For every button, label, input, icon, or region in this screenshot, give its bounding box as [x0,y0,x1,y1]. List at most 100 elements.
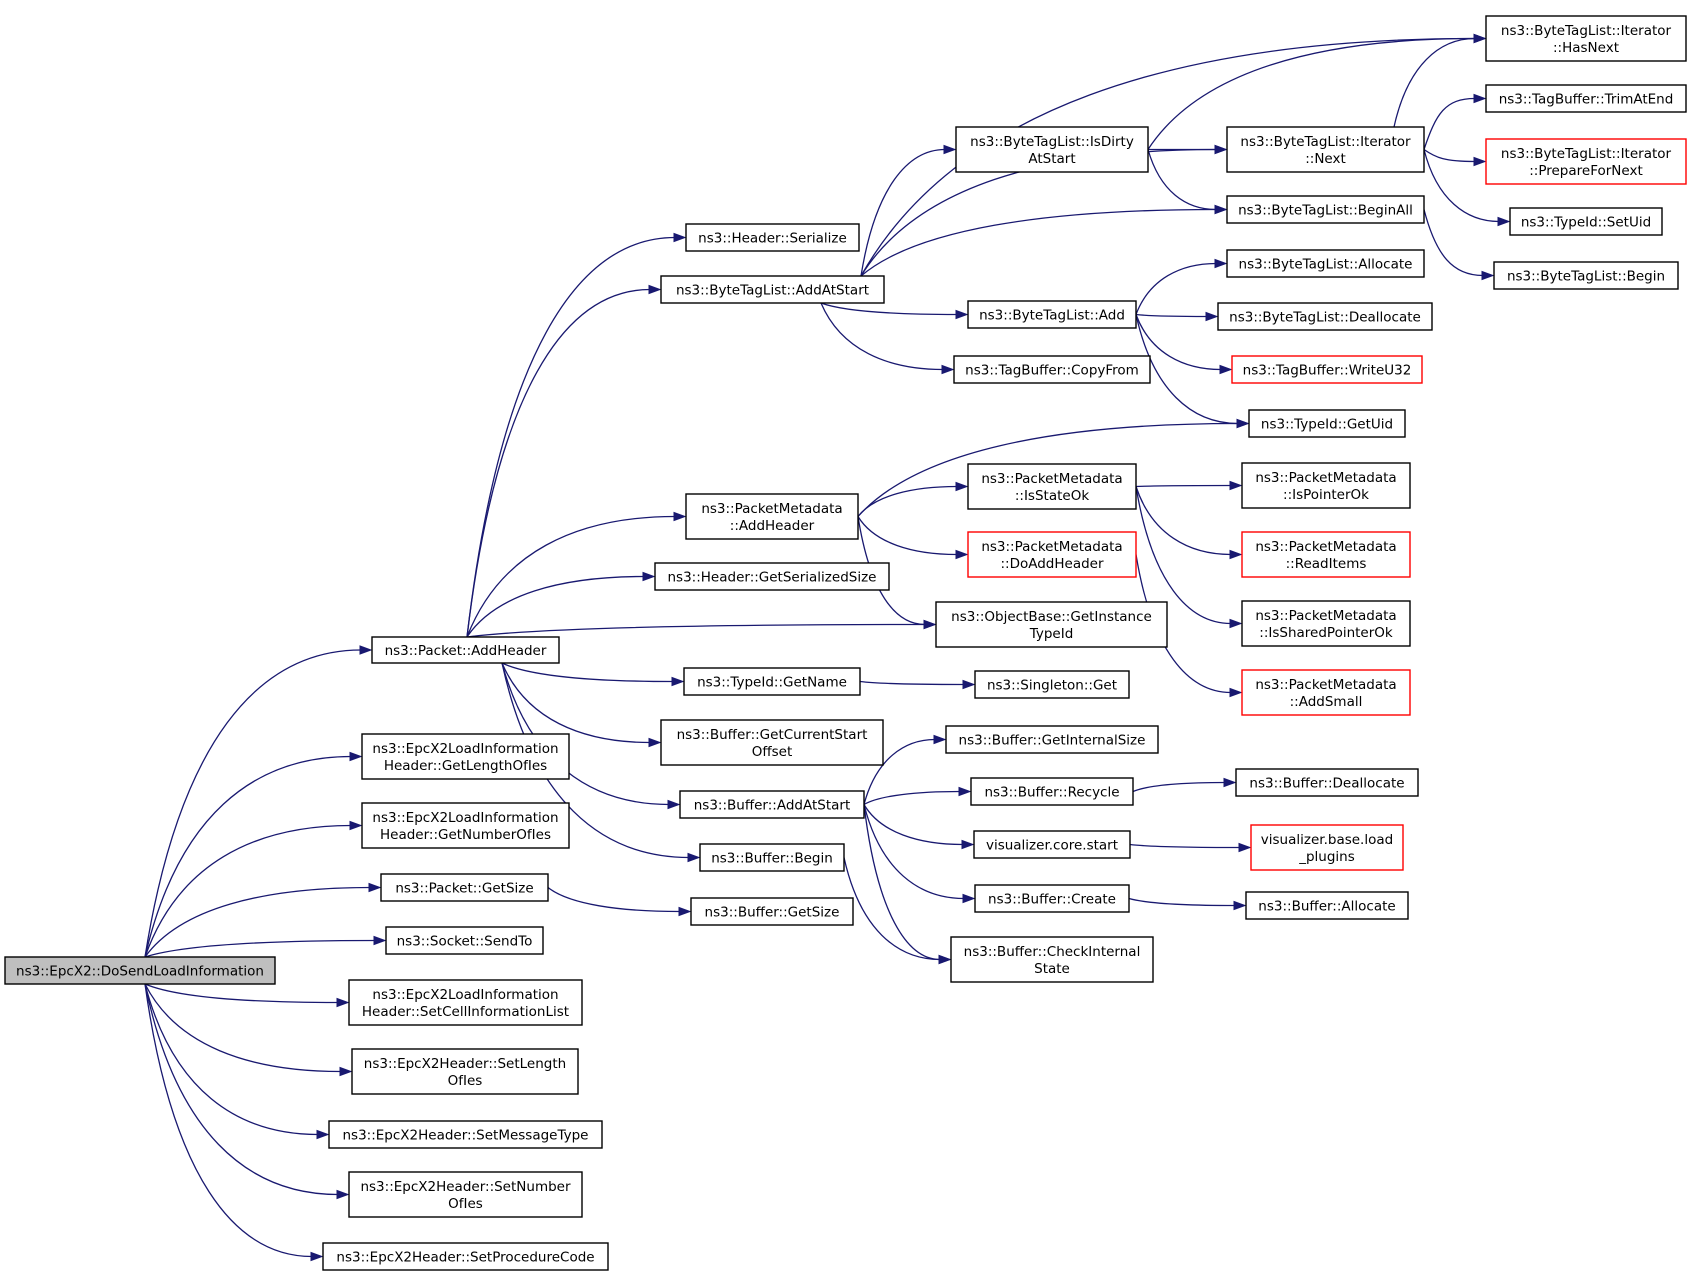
function-node-socket-sendto[interactable]: ns3::Socket::SendTo [385,926,544,955]
node-box [1241,600,1411,647]
function-node-set-cell-info-list[interactable]: ns3::EpcX2LoadInformationHeader::SetCell… [348,979,583,1026]
function-node-bytetaglist-addatstart[interactable]: ns3::ByteTagList::AddAtStart [660,275,885,304]
edge-line [1135,486,1232,556]
function-node-packetmetadata-readitems[interactable]: ns3::PacketMetadata::ReadItems [1241,531,1411,578]
arrowhead-icon [941,364,955,375]
function-node-bytetaglist-add[interactable]: ns3::ByteTagList::Add [967,300,1137,329]
arrowhead-icon [1219,364,1233,375]
node-label: ::IsSharedPointerOk [1259,625,1393,641]
function-node-iterator-hasnext[interactable]: ns3::ByteTagList::Iterator::HasNext [1485,15,1687,62]
function-node-packetmetadata-isstateok[interactable]: ns3::PacketMetadata::IsStateOk [967,463,1137,510]
function-node-visualizer-base-load-plugins[interactable]: visualizer.base.load_plugins [1250,824,1404,871]
edge-line [863,804,964,846]
function-node-typeid-getname[interactable]: ns3::TypeId::GetName [683,667,861,696]
node-box [1231,355,1423,384]
call-edge [863,804,975,850]
node-box [974,670,1130,699]
function-node-buffer-recycle[interactable]: ns3::Buffer::Recycle [970,777,1134,806]
arrowhead-icon [349,820,363,831]
function-node-header-serialize[interactable]: ns3::Header::Serialize [685,223,860,252]
function-node-packetmetadata-addsmall[interactable]: ns3::PacketMetadata::AddSmall [1241,669,1411,716]
function-node-bytetaglist-begin[interactable]: ns3::ByteTagList::Begin [1493,261,1679,290]
node-label: ns3::ByteTagList::Begin [1507,269,1665,285]
node-label: ns3::Buffer::Recycle [984,785,1119,801]
node-label: ns3::PacketMetadata [1255,608,1396,624]
function-node-tagbuffer-writeu32[interactable]: ns3::TagBuffer::WriteU32 [1231,355,1423,384]
call-edge [466,511,687,638]
function-node-buffer-create[interactable]: ns3::Buffer::Create [974,884,1130,913]
function-node-get-number-of-ies[interactable]: ns3::EpcX2LoadInformationHeader::GetNumb… [361,802,570,849]
node-label: ns3::Buffer::Begin [711,851,833,867]
function-node-packetmetadata-doaddheader[interactable]: ns3::PacketMetadata::DoAddHeader [967,531,1137,578]
function-node-typeid-getuid[interactable]: ns3::TypeId::GetUid [1248,409,1406,438]
node-label: ns3::ByteTagList::Allocate [1239,257,1413,273]
call-edge [144,983,353,1077]
edge-line [857,485,958,517]
function-node-tagbuffer-trimatend[interactable]: ns3::TagBuffer::TrimAtEnd [1485,84,1687,113]
function-node-bytetaglist-deallocate[interactable]: ns3::ByteTagList::Deallocate [1217,302,1433,331]
function-node-set-procedure-code[interactable]: ns3::EpcX2Header::SetProcedureCode [322,1242,609,1271]
node-label: ns3::EpcX2LoadInformation [372,741,558,757]
call-edge [466,232,687,638]
function-node-buffer-addatstart[interactable]: ns3::Buffer::AddAtStart [679,790,865,819]
node-box [1485,84,1687,113]
function-node-buffer-begin[interactable]: ns3::Buffer::Begin [699,843,845,872]
function-node-tagbuffer-copyfrom[interactable]: ns3::TagBuffer::CopyFrom [953,355,1151,384]
arrowhead-icon [1214,144,1228,155]
call-edge [863,804,976,904]
function-node-bytetaglist-beginall[interactable]: ns3::ByteTagList::BeginAll [1226,195,1425,224]
function-node-buffer-getinternalsize[interactable]: ns3::Buffer::GetInternalSize [945,725,1159,754]
node-label: visualizer.base.load [1261,832,1393,848]
function-node-set-message-type[interactable]: ns3::EpcX2Header::SetMessageType [328,1120,603,1149]
arrowhead-icon [938,954,952,965]
edge-line [501,662,651,744]
function-node-header-getserializedsize[interactable]: ns3::Header::GetSerializedSize [654,562,890,591]
function-node-buffer-getsize[interactable]: ns3::Buffer::GetSize [690,897,854,926]
call-edge [144,983,324,1262]
edge-line [144,983,313,1258]
function-node-iterator-next[interactable]: ns3::ByteTagList::Iterator::Next [1226,126,1425,173]
edge-line [863,804,941,961]
call-edge [860,144,957,277]
function-node-typeid-setuid[interactable]: ns3::TypeId::SetUid [1509,207,1663,236]
function-node-bytetaglist-allocate[interactable]: ns3::ByteTagList::Allocate [1226,249,1425,278]
call-edge [1135,480,1243,491]
arrowhead-icon [955,549,969,560]
call-edge [144,935,387,958]
call-edge [857,418,1250,517]
edge-line [863,804,965,900]
edge-line [144,886,371,958]
node-label: ns3::Buffer::Create [988,892,1116,908]
call-edge [1128,897,1247,911]
node-box [1493,261,1679,290]
node-box [974,884,1130,913]
function-node-buffer-deallocate[interactable]: ns3::Buffer::Deallocate [1235,768,1419,797]
node-label: ns3::Packet::GetSize [395,881,533,897]
function-node-packetmetadata-ispointerok[interactable]: ns3::PacketMetadata::IsPointerOk [1241,462,1411,509]
function-node-packet-getsize[interactable]: ns3::Packet::GetSize [380,873,549,902]
edge-line [466,575,645,638]
function-node-root[interactable]: ns3::EpcX2::DoSendLoadInformation [4,956,276,985]
node-label: ns3::Header::Serialize [698,231,847,247]
node-label: ::AddHeader [730,518,815,534]
call-edge [1423,93,1487,150]
edge-line [857,422,1239,517]
function-node-packetmetadata-addheader[interactable]: ns3::PacketMetadata::AddHeader [685,493,859,540]
arrowhead-icon [1236,418,1250,429]
node-box [935,601,1168,648]
function-node-packetmetadata-issharedpointerok[interactable]: ns3::PacketMetadata::IsSharedPointerOk [1241,600,1411,647]
function-node-visualizer-core-start[interactable]: visualizer.core.start [973,830,1131,859]
function-node-buffer-allocate[interactable]: ns3::Buffer::Allocate [1245,891,1409,920]
function-node-iterator-preparefornext[interactable]: ns3::ByteTagList::Iterator::PrepareForNe… [1485,138,1687,185]
function-node-get-length-of-ies[interactable]: ns3::EpcX2LoadInformationHeader::GetLeng… [361,733,570,780]
edge-line [144,755,352,958]
function-node-packet-addheader[interactable]: ns3::Packet::AddHeader [371,636,560,664]
node-box [955,126,1149,173]
function-node-singleton-get[interactable]: ns3::Singleton::Get [974,670,1130,699]
